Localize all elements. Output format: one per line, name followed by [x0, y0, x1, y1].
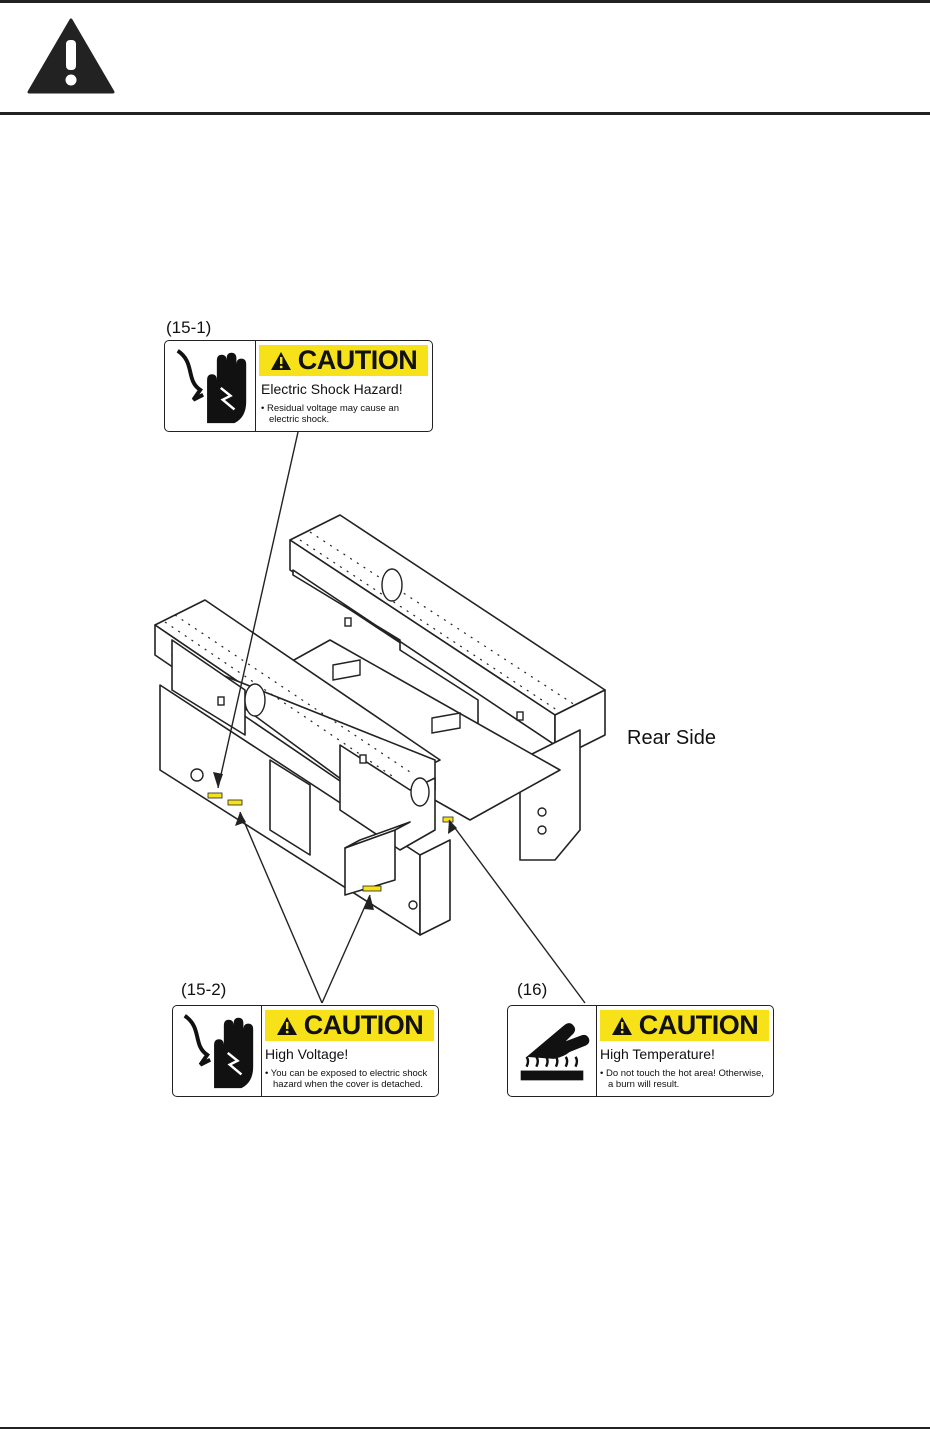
- warning-triangle-icon: [27, 18, 115, 94]
- label-title: High Voltage!: [265, 1046, 348, 1062]
- header-rule: [0, 112, 930, 115]
- label-title: High Temperature!: [600, 1046, 715, 1062]
- label-body-line: • Residual voltage may cause an: [261, 403, 399, 414]
- label-body-line: electric shock.: [269, 414, 329, 425]
- caution-signal-word: CAUTION: [304, 1010, 424, 1041]
- bottom-rule: [0, 1427, 930, 1429]
- hot-surface-hand-icon: [508, 1006, 597, 1096]
- rear-side-label: Rear Side: [627, 727, 716, 750]
- label-title: Electric Shock Hazard!: [261, 381, 403, 397]
- top-rule: [0, 0, 930, 3]
- caution-triangle-icon: [270, 351, 292, 371]
- label-ref-15-2: (15-2): [181, 980, 226, 1000]
- label-body-line: • You can be exposed to electric shock: [265, 1068, 427, 1079]
- caution-header: CAUTION: [600, 1010, 769, 1041]
- caution-label-high-temperature: CAUTION High Temperature! • Do not touch…: [507, 1005, 774, 1097]
- electric-shock-hand-icon: [173, 1006, 262, 1096]
- caution-header: CAUTION: [259, 345, 428, 376]
- label-ref-15-1: (15-1): [166, 318, 211, 338]
- caution-label-electric-shock: CAUTION Electric Shock Hazard! • Residua…: [164, 340, 433, 432]
- electric-shock-hand-icon: [165, 341, 256, 431]
- caution-triangle-icon: [276, 1016, 298, 1036]
- label-body-line: a burn will result.: [608, 1079, 679, 1090]
- label-ref-16: (16): [517, 980, 547, 1000]
- label-body-line: • Do not touch the hot area! Otherwise,: [600, 1068, 764, 1079]
- label-body-line: hazard when the cover is detached.: [273, 1079, 423, 1090]
- caution-label-high-voltage: CAUTION High Voltage! • You can be expos…: [172, 1005, 439, 1097]
- caution-triangle-icon: [611, 1016, 633, 1036]
- caution-header: CAUTION: [265, 1010, 434, 1041]
- caution-signal-word: CAUTION: [639, 1010, 759, 1041]
- caution-signal-word: CAUTION: [298, 345, 418, 376]
